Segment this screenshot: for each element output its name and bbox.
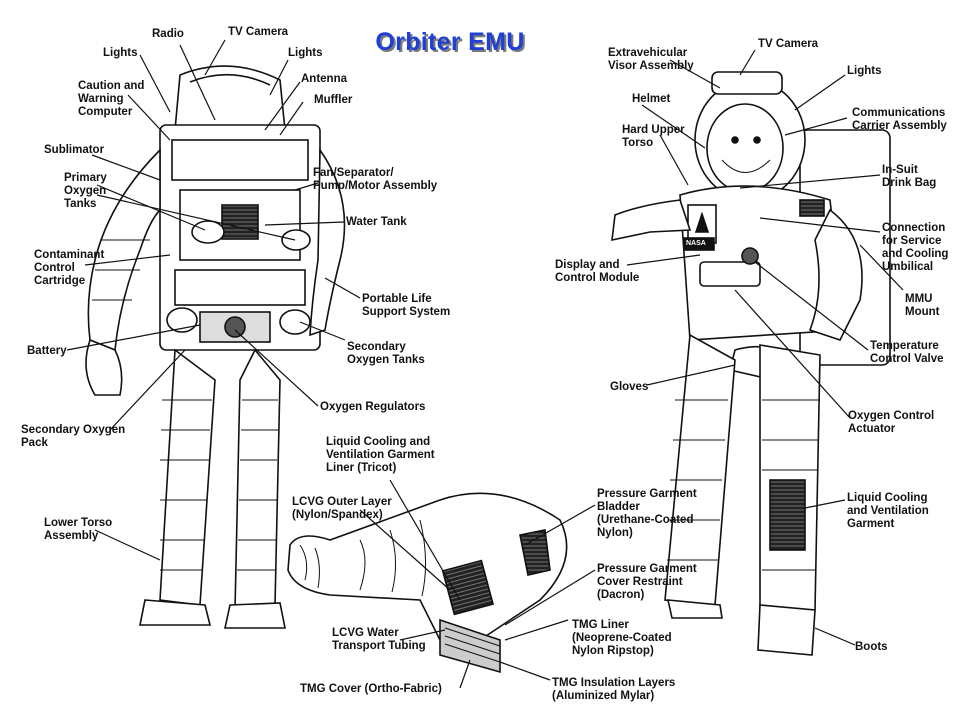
label-lights-left-a: Lights [103,47,138,59]
label-helmet: Helmet [632,93,671,105]
label-tmg-liner: TMG Liner (Neoprene-Coated Nylon Ripstop… [572,619,672,657]
label-caution-warning-computer: Caution and Warning Computer [78,80,145,118]
label-comm-carrier: Communications Carrier Assembly [852,107,947,132]
leader-lines [66,39,904,689]
label-in-suit-drink-bag: In-Suit Drink Bag [882,164,937,189]
label-primary-oxygen-tanks: Primary Oxygen Tanks [64,172,107,210]
label-plss: Portable Life Support System [362,293,451,318]
label-lower-torso: Lower Torso Assembly [44,517,113,542]
label-secondary-oxygen-pack: Secondary Oxygen Pack [21,424,126,449]
label-temperature-valve: Temperature Control Valve [870,340,944,365]
label-pressure-cover: Pressure Garment Cover Restraint (Dacron… [597,563,697,601]
label-boots: Boots [855,641,888,653]
label-tv-camera-left: TV Camera [228,26,289,38]
label-battery: Battery [27,345,67,357]
label-secondary-oxygen-tanks: Secondary Oxygen Tanks [347,341,425,366]
label-mmu-mount: MMU Mount [905,293,940,318]
label-lights-left-b: Lights [288,47,323,59]
label-ev-visor: Extravehicular Visor Assembly [608,47,694,72]
label-radio: Radio [152,28,184,40]
label-lcvg-water: LCVG Water Transport Tubing [332,627,426,652]
diagram-title: Orbiter EMU [375,28,525,56]
label-gloves: Gloves [610,381,649,393]
label-water-tank: Water Tank [346,216,407,228]
label-tmg-cover: TMG Cover (Ortho-Fabric) [300,683,442,695]
label-sublimator: Sublimator [44,144,105,156]
label-antenna: Antenna [301,73,347,85]
label-tmg-insulation: TMG Insulation Layers (Aluminized Mylar) [552,677,676,702]
label-lights-right: Lights [847,65,882,77]
label-oxygen-regulators: Oxygen Regulators [320,401,426,413]
nasa-logo: NASA [686,240,706,247]
label-pressure-bladder: Pressure Garment Bladder (Urethane-Coate… [597,488,697,539]
label-lcvg-outer: LCVG Outer Layer (Nylon/Spandex) [292,496,392,521]
front-view-suit [611,71,891,656]
label-muffler: Muffler [314,94,353,106]
label-display-control-module: Display and Control Module [555,259,640,284]
label-fan-separator: Fan/Separator/ Pump/Motor Assembly [313,167,438,192]
label-tv-camera-right: TV Camera [758,38,819,50]
label-contaminant-control: Contaminant Control Cartridge [34,249,105,287]
label-umbilical-connection: Connection for Service and Cooling Umbil… [882,222,949,273]
label-oxygen-actuator: Oxygen Control Actuator [848,410,935,435]
label-lcvg-right: Liquid Cooling and Ventilation Garment [847,492,929,530]
label-lcvg-liner: Liquid Cooling and Ventilation Garment L… [326,436,435,474]
label-hard-upper-torso: Hard Upper Torso [622,124,685,149]
